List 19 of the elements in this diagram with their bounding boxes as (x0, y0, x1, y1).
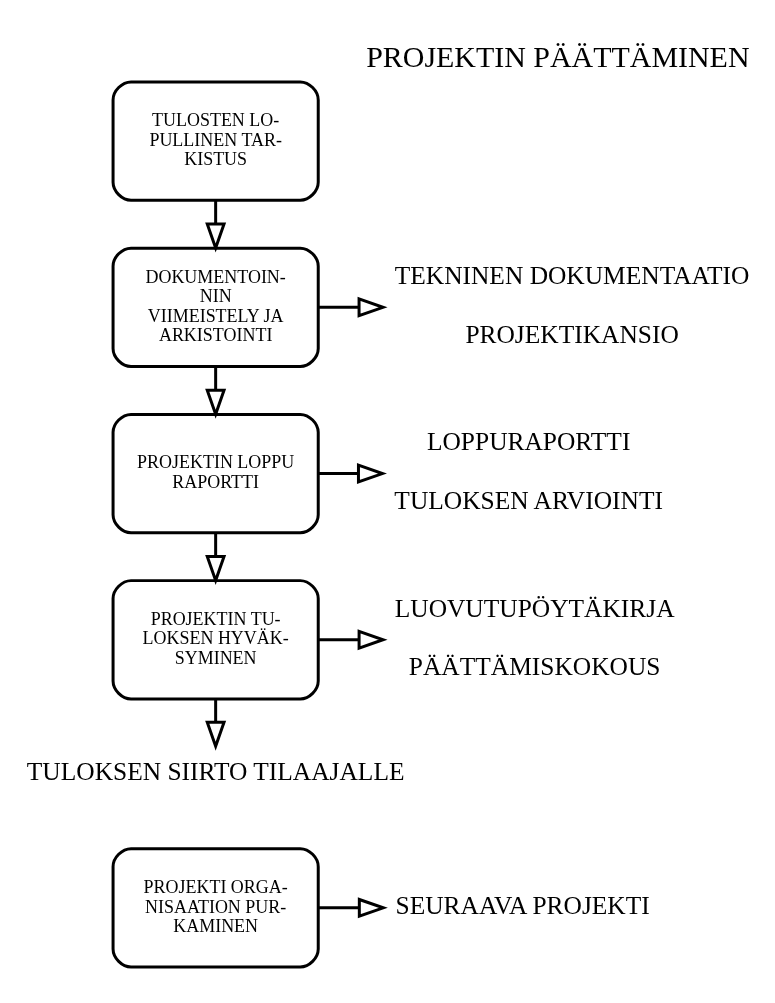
node-box: PROJEKTIN TU- LOKSEN HYVÄK- SYMINEN (111, 578, 320, 700)
node-text: TEKNINEN DOKUMENTAATIO PROJEKTIKANSIO (394, 260, 750, 349)
arrow (318, 896, 388, 918)
node-box: TULOSTEN LO- PULLINEN TAR- KISTUS (111, 79, 320, 202)
node-box: DOKUMENTOIN- NIN VIIMEISTELY JA ARKISTOINTI (111, 246, 320, 368)
arrow (318, 628, 388, 650)
node-text: TULOKSEN SIIRTO TILAAJALLE (26, 756, 405, 786)
node-text: SEURAAVA PROJEKTI (395, 890, 650, 920)
node-text: LUOVUTUPÖYTÄKIRJA PÄÄTTÄMISKOKOUS (394, 593, 675, 681)
diagram-title: PROJEKTIN PÄÄTTÄMINEN (366, 39, 750, 73)
arrow (318, 296, 388, 318)
arrow (205, 366, 227, 419)
node-box: PROJEKTIN LOPPU RAPORTTI (111, 412, 320, 534)
arrow (205, 200, 227, 253)
node-text: LOPPURAPORTTI TULOKSEN ARVIOINTI (394, 426, 663, 515)
node-box: PROJEKTI ORGA- NISAATION PUR- KAMINEN (111, 846, 320, 968)
arrow (205, 698, 227, 751)
arrow (318, 462, 387, 484)
arrow (205, 532, 227, 585)
